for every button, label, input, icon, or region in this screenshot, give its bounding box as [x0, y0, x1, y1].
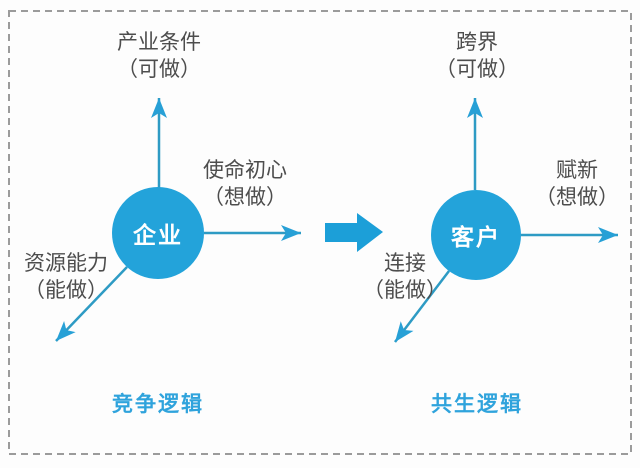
- dashed-border: [8, 10, 632, 455]
- node-enterprise: 企业: [112, 187, 204, 279]
- label-resource-capability: 资源能力 （能做）: [0, 250, 132, 304]
- label-renew-line1: 赋新: [556, 159, 598, 182]
- caption-symbiosis-logic: 共生逻辑: [431, 393, 523, 416]
- label-crossover: 跨界 （可做）: [402, 29, 552, 83]
- label-connect: 连接 （能做）: [330, 250, 480, 304]
- label-resource-line1: 资源能力: [24, 252, 108, 275]
- label-mission-line1: 使命初心: [203, 159, 287, 182]
- label-renew-line2: （想做）: [535, 186, 619, 209]
- caption-competition-logic: 竞争逻辑: [112, 393, 204, 416]
- label-resource-line2: （能做）: [24, 279, 108, 302]
- label-mission-line2: （想做）: [203, 186, 287, 209]
- right-diagonal-arrow: [394, 270, 450, 343]
- label-industry-line1: 产业条件: [117, 31, 201, 54]
- label-connect-line1: 连接: [384, 252, 426, 275]
- label-renew: 赋新 （想做）: [502, 157, 640, 211]
- label-crossover-line2: （可做）: [435, 58, 519, 81]
- block-transition-arrow: [325, 213, 383, 252]
- node-customer: 客户: [431, 190, 521, 280]
- label-mission: 使命初心 （想做）: [170, 157, 320, 211]
- label-industry-line2: （可做）: [117, 58, 201, 81]
- label-crossover-line1: 跨界: [456, 31, 498, 54]
- label-connect-line2: （能做）: [363, 279, 447, 302]
- left-diagonal-arrow: [55, 266, 128, 342]
- label-industry-conditions: 产业条件 （可做）: [84, 29, 234, 83]
